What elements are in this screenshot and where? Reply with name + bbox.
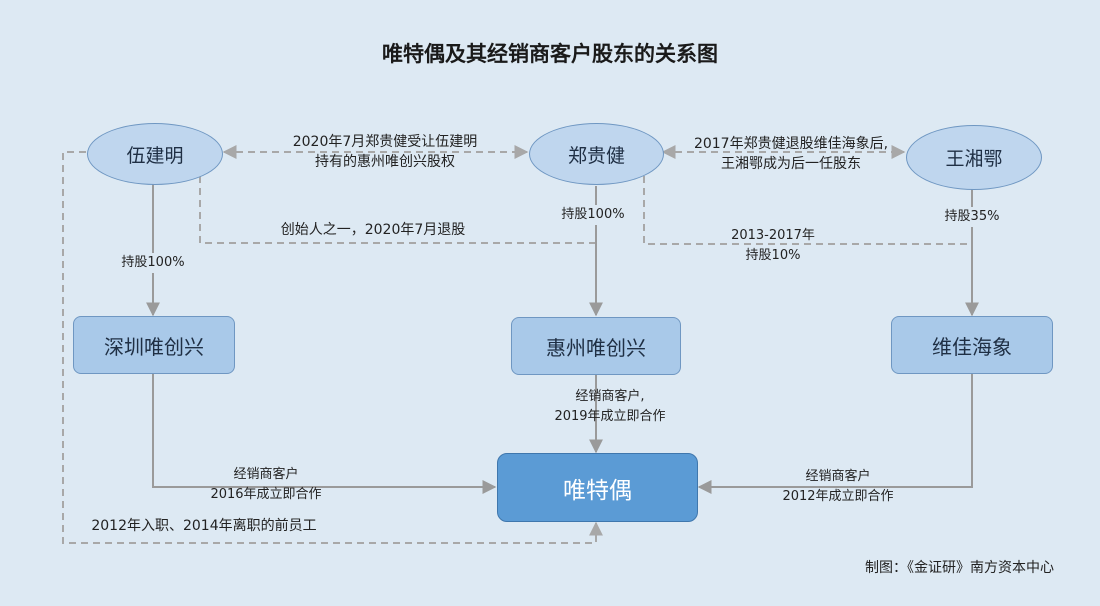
shenzhen-center-line [152, 373, 497, 494]
weijia-center-label-line2: 2012年成立即合作 [782, 489, 894, 504]
huizhou-center-label-line2: 2019年成立即合作 [554, 409, 666, 424]
source-credit: 制图：《金证研》南方资本中心 [865, 560, 1054, 576]
former-employee-label: 2012年入职、2014年离职的前员工 [91, 518, 317, 534]
weijia-center-line [697, 373, 973, 494]
company-weitou: 唯特偶 [497, 453, 698, 522]
huizhou-center-label: 经销商客户, 2019年成立即合作 [540, 387, 680, 427]
zheng-wang-succession-label-line2: 王湘鄂成为后一任股东 [721, 156, 861, 172]
person-wang-xiange: 王湘鄂 [906, 125, 1042, 190]
founder-line [199, 176, 596, 244]
huizhou-center-label-line1: 经销商客户, [575, 389, 645, 404]
zheng-weijia-share-label: 2013-2017年 持股10% [718, 226, 828, 266]
zheng-wang-succession-label: 2017年郑贵健退股维佳海象后, 王湘鄂成为后一任股东 [681, 134, 901, 174]
company-shenzhen-weichuangxing: 深圳唯创兴 [73, 316, 235, 374]
zheng-weijia-share: 持股10% [745, 248, 801, 263]
shenzhen-center-label-line2: 2016年成立即合作 [210, 487, 322, 502]
wu-shenzhen-share-label: 持股100% [108, 253, 198, 273]
wu-zheng-transfer-label-line1: 2020年7月郑贵健受让伍建明 [292, 134, 478, 150]
zheng-weijia-period: 2013-2017年 [731, 228, 815, 243]
diagram-title: 唯特偶及其经销商客户股东的关系图 [382, 42, 718, 66]
former-employee-line [62, 151, 603, 544]
company-weijia-haixiang: 维佳海象 [891, 316, 1053, 374]
founder-label: 创始人之一，2020年7月退股 [280, 222, 466, 238]
shenzhen-center-label: 经销商客户 2016年成立即合作 [196, 465, 336, 505]
person-zheng-guijian: 郑贵健 [529, 123, 664, 185]
weijia-center-label: 经销商客户 2012年成立即合作 [768, 467, 908, 507]
wu-zheng-transfer-label: 2020年7月郑贵健受让伍建明 持有的惠州唯创兴股权 [270, 132, 500, 172]
zheng-wang-succession-label-line1: 2017年郑贵健退股维佳海象后, [693, 136, 889, 152]
person-wu-jianming: 伍建明 [87, 123, 223, 185]
weijia-center-label-line1: 经销商客户 [805, 469, 871, 484]
wu-zheng-transfer-label-line2: 持有的惠州唯创兴股权 [315, 154, 455, 170]
company-huizhou-weichuangxing: 惠州唯创兴 [511, 317, 681, 375]
shenzhen-center-label-line1: 经销商客户 [233, 467, 299, 482]
wang-weijia-share-label: 持股35% [930, 207, 1014, 227]
zheng-huizhou-share-label: 持股100% [548, 205, 638, 225]
